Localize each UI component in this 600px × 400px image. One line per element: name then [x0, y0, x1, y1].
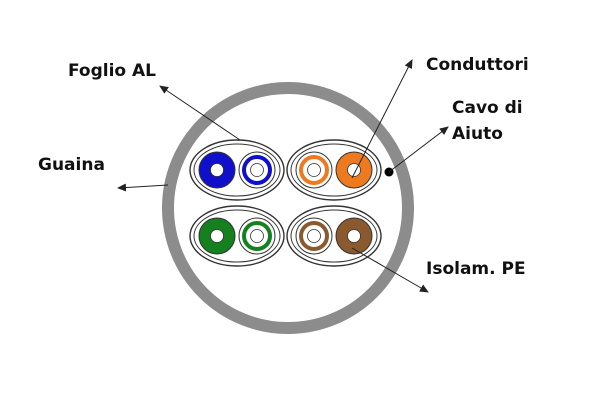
drain-label-line2: Aiuto	[452, 124, 503, 144]
foil-wrap-inner	[290, 209, 378, 263]
orange-pair	[286, 139, 382, 201]
green-pair	[189, 205, 285, 267]
blue-pair	[189, 139, 285, 201]
foil-label: Foglio AL	[68, 61, 156, 81]
foil-leader	[159, 85, 241, 141]
conductors-label: Conduttori	[426, 55, 529, 75]
foil-wrap-inner	[193, 209, 281, 263]
drain-label-line1: Cavo di	[452, 98, 523, 118]
solid-conductor	[335, 217, 373, 255]
striped-conductor	[238, 151, 276, 189]
striped-conductor	[295, 217, 333, 255]
insulation-label: Isolam. PE	[426, 259, 526, 279]
foil-wrap-inner	[290, 143, 378, 197]
solid-conductor	[198, 217, 236, 255]
sheath-label: Guaina	[38, 155, 105, 175]
striped-conductor	[238, 217, 276, 255]
sheath-ring	[162, 82, 414, 334]
conductors-leader	[351, 59, 413, 179]
solid-conductor	[198, 151, 236, 189]
sheath-leader	[117, 183, 169, 192]
solid-conductor	[335, 151, 373, 189]
drain-leader	[388, 126, 449, 173]
insulation-leader	[351, 247, 429, 293]
foil-wrap-inner	[193, 143, 281, 197]
striped-conductor	[295, 151, 333, 189]
